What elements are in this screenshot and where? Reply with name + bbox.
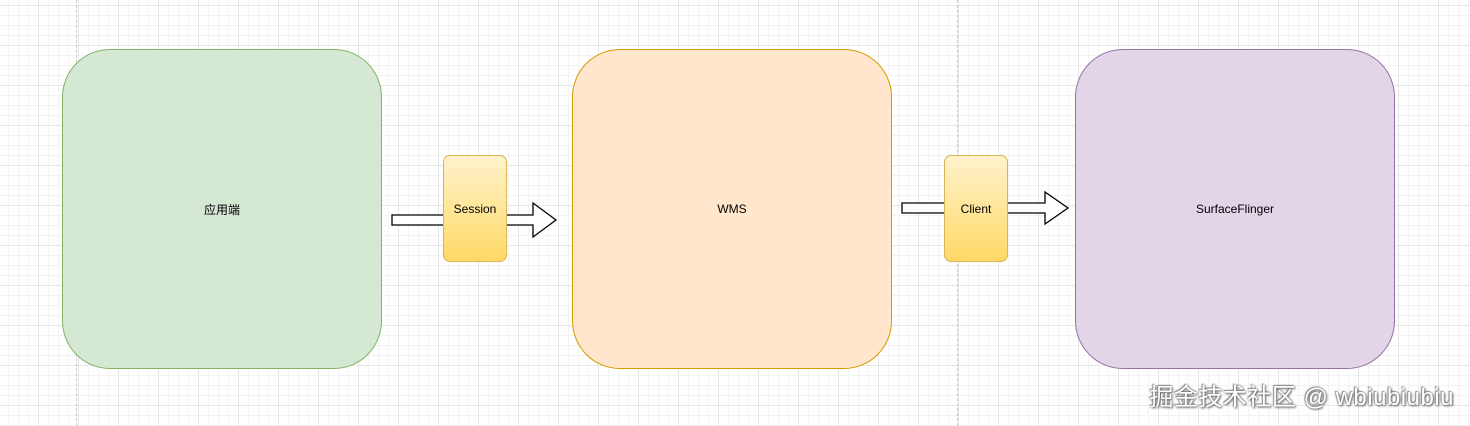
surfaceflinger-node[interactable]: SurfaceFlinger [1075, 49, 1395, 369]
client-label-box[interactable]: Client [944, 155, 1008, 262]
session-label-box[interactable]: Session [443, 155, 507, 262]
session-label: Session [453, 201, 497, 216]
app-node[interactable]: 应用端 [62, 49, 382, 369]
watermark: 掘金技术社区 @ wbiubiubiu [1149, 384, 1454, 411]
wms-node[interactable]: WMS [572, 49, 892, 369]
app-node-label: 应用端 [203, 202, 240, 217]
wms-node-label: WMS [717, 202, 747, 216]
surfaceflinger-node-label: SurfaceFlinger [1195, 202, 1275, 216]
client-label: Client [960, 201, 992, 216]
